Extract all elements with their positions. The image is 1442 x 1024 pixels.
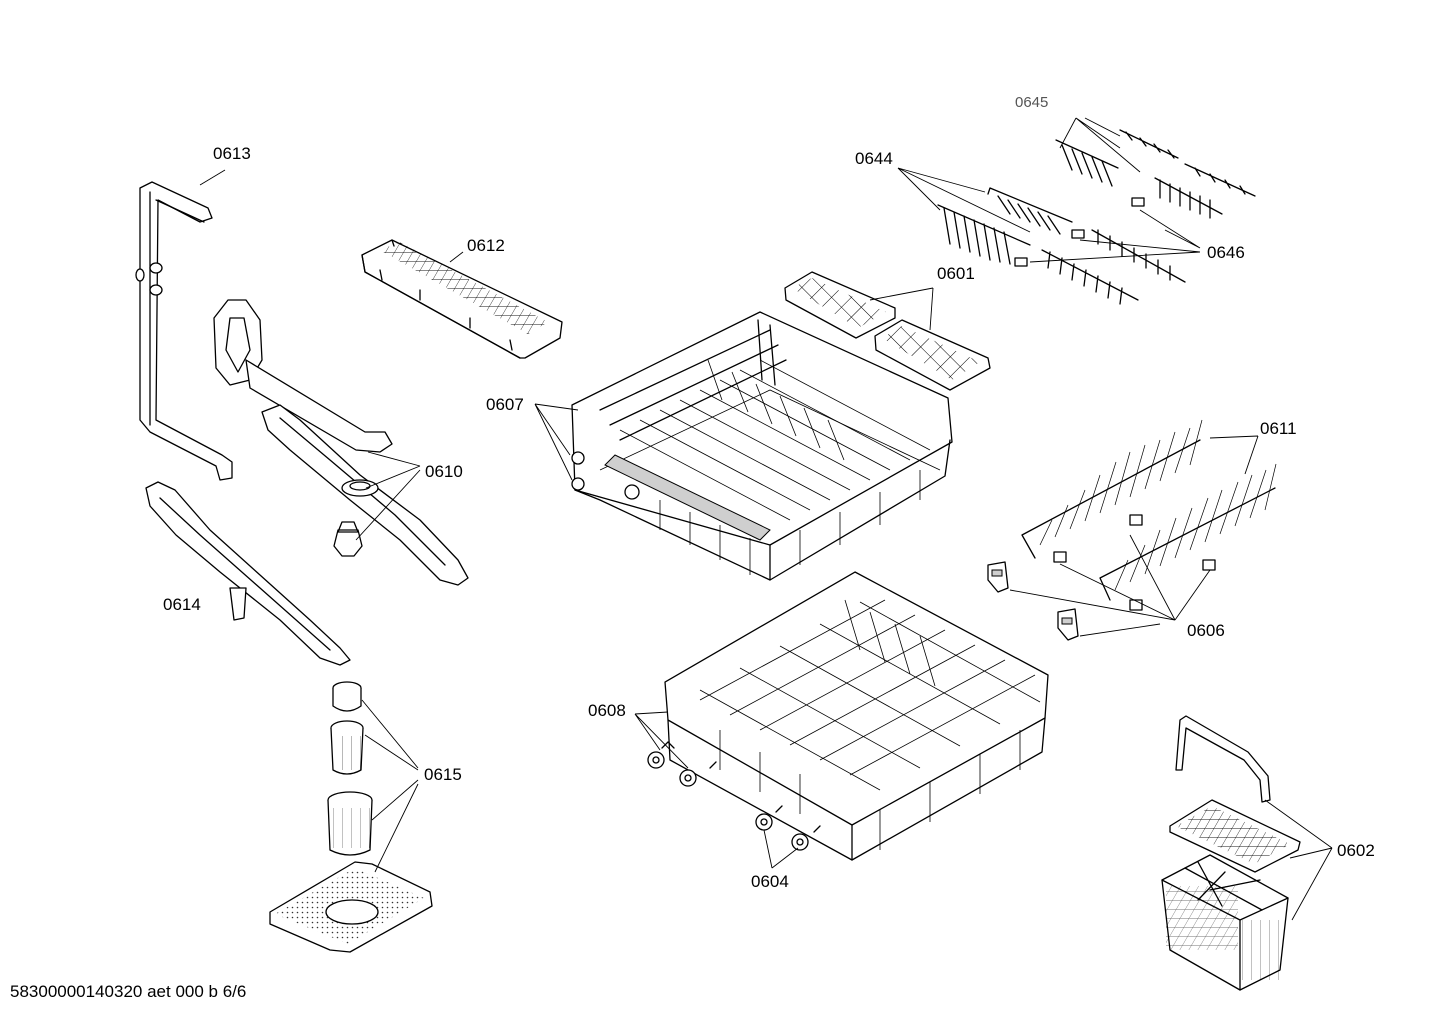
callout-0645: 0645 (1015, 94, 1049, 111)
callout-0602: 0602 (1337, 841, 1375, 860)
part-0614-lower-spray-arm (145, 481, 351, 666)
part-0615-filter-assembly (269, 681, 433, 953)
callout-0610: 0610 (425, 462, 463, 481)
callout-0604: 0604 (751, 872, 789, 891)
document-footer-id: 58300000140320 aet 000 b 6/6 (10, 982, 247, 1001)
part-0613-upper-spray-pipe (135, 181, 233, 481)
part-0644-0645-0646-rack-accessories (937, 129, 1256, 305)
part-0607-upper-basket (571, 311, 953, 581)
part-0611-tine-rows (1021, 419, 1277, 611)
callout-0613: 0613 (213, 144, 251, 163)
part-0608-lower-basket (664, 571, 1049, 861)
callout-0614: 0614 (163, 595, 201, 614)
part-0601-mesh-inserts (784, 271, 991, 391)
callout-0611: 0611 (1260, 419, 1297, 438)
callout-0615: 0615 (424, 765, 462, 784)
leader-lines (199, 117, 1333, 921)
callout-0612: 0612 (467, 236, 505, 255)
part-0610-spray-arm-assembly (213, 299, 469, 586)
callout-0601: 0601 (937, 264, 975, 283)
part-0606-clips (987, 561, 1079, 641)
callout-0644: 0644 (855, 149, 893, 168)
part-0604-wheels (647, 741, 821, 851)
callout-0606: 0606 (1187, 621, 1225, 640)
callout-0607: 0607 (486, 395, 524, 414)
callout-0608: 0608 (588, 701, 626, 720)
callout-0646: 0646 (1207, 243, 1245, 262)
part-0602-cutlery-basket (1161, 715, 1301, 991)
part-0612-cutlery-tray (361, 239, 563, 359)
